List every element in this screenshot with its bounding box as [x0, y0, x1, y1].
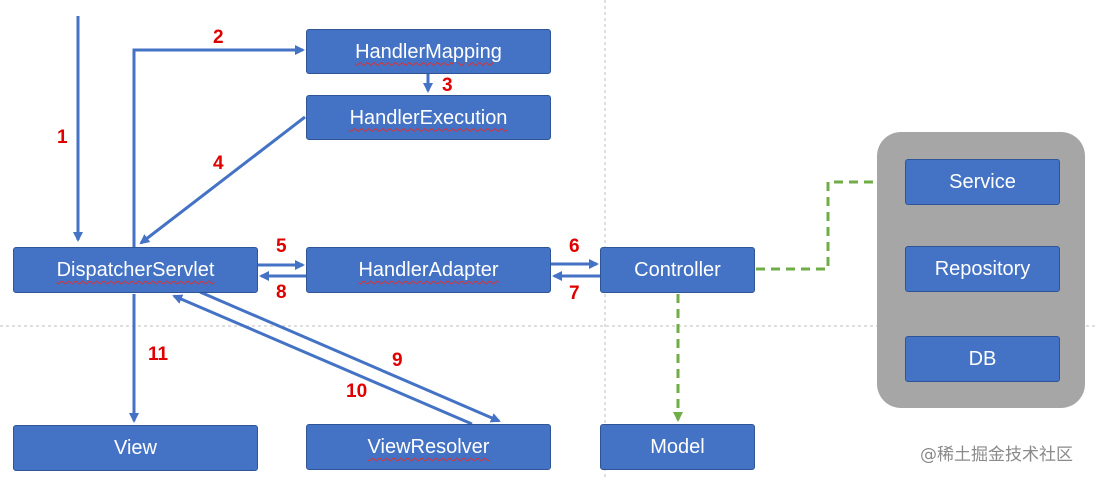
node-view-resolver: ViewResolver [306, 424, 551, 470]
step-label-1: 1 [57, 127, 68, 148]
node-service-label: Service [949, 171, 1016, 193]
step-label-9: 9 [392, 350, 403, 371]
node-model: Model [600, 424, 755, 470]
node-controller: Controller [600, 247, 755, 293]
step-label-8: 8 [276, 282, 287, 303]
node-handler-adapter: HandlerAdapter [306, 247, 551, 293]
node-repository-label: Repository [934, 258, 1031, 280]
step-label-4: 4 [213, 153, 224, 174]
node-dispatcher-servlet: DispatcherServlet [13, 247, 258, 293]
step-label-3: 3 [442, 75, 453, 96]
step-label-5: 5 [276, 236, 287, 257]
step-label-2: 2 [213, 27, 224, 48]
node-db: DB [905, 336, 1060, 382]
arrow-9 [199, 290, 501, 423]
node-handler-execution: HandlerExecution [306, 95, 551, 140]
step-label-7: 7 [569, 283, 580, 304]
step-label-11: 11 [148, 344, 169, 365]
node-controller-label: Controller [634, 259, 721, 281]
node-model-label: Model [650, 436, 705, 458]
node-handler-mapping: HandlerMapping [306, 29, 551, 74]
node-handler-adapter-label: HandlerAdapter [358, 259, 499, 281]
node-service: Service [905, 159, 1060, 205]
step-label-10: 10 [346, 381, 368, 402]
node-handler-mapping-label: HandlerMapping [355, 40, 502, 63]
watermark: @稀土掘金技术社区 [920, 445, 1073, 465]
step-label-6: 6 [569, 236, 580, 257]
node-handler-execution-label: HandlerExecution [349, 106, 508, 129]
node-repository: Repository [905, 246, 1060, 292]
arrow-10 [172, 294, 473, 426]
node-view-resolver-label: ViewResolver [367, 436, 490, 458]
arrow-controller-service [756, 177, 903, 271]
node-view-label: View [114, 437, 157, 459]
arrow-2 [132, 45, 305, 247]
node-dispatcher-servlet-label: DispatcherServlet [56, 259, 215, 281]
arrow-4 [139, 115, 306, 245]
node-db-label: DB [968, 348, 997, 370]
node-view: View [13, 425, 258, 471]
